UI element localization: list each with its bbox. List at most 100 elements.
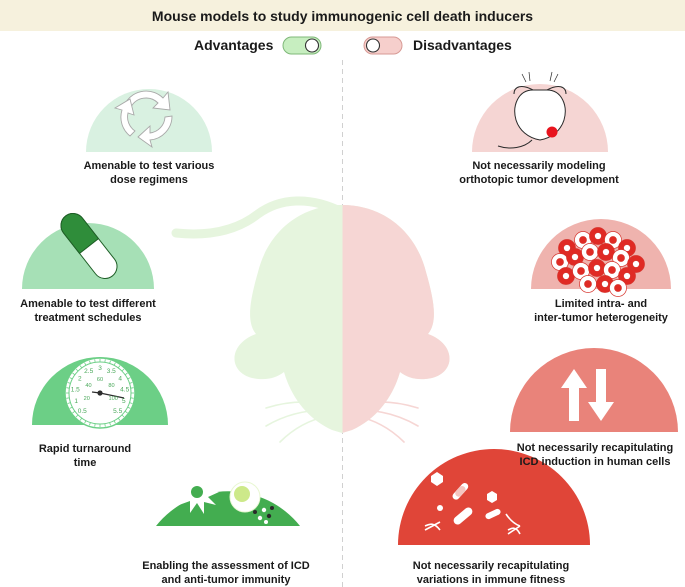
up-down-arrows-icon [561, 369, 614, 421]
stopwatch-outer-label: 3.5 [107, 368, 116, 375]
cycle-arrows-icon [113, 90, 173, 149]
disadvantage-caption-2: Limited intra- and inter-tumor heterogen… [486, 297, 685, 325]
disadvantage-dome-1 [472, 71, 608, 152]
stopwatch-tick [130, 387, 134, 389]
stopwatch-outer-label: 4.5 [120, 386, 129, 393]
stopwatch-tick [117, 365, 121, 369]
pill-capsule-icon [60, 213, 118, 279]
tumor-cell-nucleus [602, 248, 610, 256]
tumor-cell-nucleus [623, 272, 631, 280]
advantage-caption-1: Amenable to test various dose regimens [34, 159, 264, 187]
tumor-cell-nucleus [579, 236, 587, 244]
advantage-dome-1 [86, 89, 212, 152]
caption-line: Amenable to test different [20, 298, 156, 310]
stopwatch-tick [79, 417, 83, 421]
advantage-caption-3: Rapid turnaround time [0, 442, 200, 470]
stopwatch-inner-label: 100 [109, 396, 118, 402]
disadvantages-toggle-icon [363, 36, 403, 55]
stopwatch-outer-label: 5 [122, 398, 126, 405]
caption-line: ICD induction in human cells [519, 456, 671, 468]
stopwatch-tick [67, 402, 71, 404]
stopwatch-tick [89, 422, 91, 426]
disadvantage-caption-1: Not necessarily modeling orthotopic tumo… [424, 159, 654, 187]
caption-line: treatment schedules [34, 312, 142, 324]
stopwatch-outer-label: 1.5 [71, 386, 80, 393]
tumor-cell-nucleus [617, 254, 625, 262]
stopwatch-tick [117, 417, 121, 421]
stopwatch-inner-label: 60 [97, 377, 103, 383]
stopwatch-tick [113, 420, 116, 424]
tumor-cell-nucleus [608, 266, 616, 274]
caption-line: dose regimens [110, 174, 188, 186]
mouse-tumor-icon [497, 71, 567, 149]
advantage-caption-4: Enabling the assessment of ICD and anti-… [111, 559, 341, 587]
disadvantage-caption-3: Not necessarily recapitulating ICD induc… [480, 441, 685, 469]
stopwatch-tick [66, 387, 70, 389]
stopwatch-outer-label: 5.5 [113, 408, 122, 415]
caption-line: Not necessarily recapitulating [412, 560, 570, 572]
stopwatch-tick [79, 365, 83, 369]
stopwatch-tick [130, 397, 134, 399]
tumor-cell-nucleus [563, 244, 571, 252]
caption-line: Not necessarily modeling [472, 160, 606, 172]
stopwatch-outer-label: 1 [74, 398, 78, 405]
stopwatch-tick [129, 382, 133, 384]
disadvantage-dome-4 [398, 449, 590, 545]
stopwatch-outer-label: 4 [118, 376, 122, 383]
caption-line: time [73, 457, 97, 469]
advantage-dome-2 [22, 213, 154, 289]
stopwatch-tick [121, 368, 125, 372]
stopwatch-tick [104, 423, 106, 427]
stopwatch-tick [75, 368, 79, 372]
stopwatch-outer-label: 3 [98, 365, 102, 372]
stopwatch-tick [94, 359, 96, 363]
stopwatch-tick [109, 360, 111, 364]
caption-line: Limited intra- and [554, 298, 648, 310]
caption-line: orthotopic tumor development [459, 174, 619, 186]
caption-line: variations in immune fitness [416, 574, 566, 586]
stopwatch-tick [84, 362, 87, 366]
tumor-cell-nucleus [593, 264, 601, 272]
stopwatch-inner-label: 40 [85, 383, 91, 389]
tumor-cell-nucleus [632, 260, 640, 268]
tumor-cell-nucleus [609, 236, 617, 244]
caption-line: Enabling the assessment of ICD [142, 560, 310, 572]
tumor-cell-nucleus [571, 253, 579, 261]
stopwatch-tick [121, 414, 125, 418]
stopwatch-inner-label: 20 [84, 396, 90, 402]
stopwatch-tick [127, 406, 131, 409]
stopwatch-tick [124, 410, 128, 414]
legend-advantages-label: Advantages [194, 37, 274, 53]
caption-line: Rapid turnaround [38, 443, 132, 455]
stopwatch-outer-label: 2.5 [84, 368, 93, 375]
caption-line: Not necessarily recapitulating [516, 442, 674, 454]
stopwatch-tick [69, 406, 73, 409]
immune-cell-icon [175, 470, 274, 524]
caption-line: and anti-tumor immunity [161, 574, 291, 586]
stopwatch-outer-label: 2 [78, 376, 82, 383]
tumor-cell-nucleus [562, 272, 570, 280]
tumor-cell-nucleus [556, 258, 564, 266]
advantage-dome-4 [156, 470, 300, 526]
title-bar: Mouse models to study immunogenic cell d… [0, 0, 685, 31]
advantage-caption-2: Amenable to test different treatment sch… [0, 297, 203, 325]
page-title: Mouse models to study immunogenic cell d… [151, 7, 534, 24]
tumor-cell-nucleus [584, 280, 592, 288]
stopwatch-tick [66, 397, 70, 399]
stopwatch-tick [127, 377, 131, 380]
tumor-cells-icon [551, 227, 645, 297]
stopwatch-tick [72, 372, 76, 376]
stopwatch-tick [69, 377, 73, 380]
stopwatch-tick [109, 422, 111, 426]
stopwatch-tick [113, 362, 116, 366]
advantages-toggle-icon [282, 36, 322, 55]
tumor-cell-nucleus [601, 280, 609, 288]
tumor-cell-nucleus [586, 248, 594, 256]
tumor-cell-nucleus [614, 284, 622, 292]
tumor-cell-nucleus [594, 232, 602, 240]
stopwatch-tick [94, 423, 96, 427]
stopwatch-tick [124, 372, 128, 376]
